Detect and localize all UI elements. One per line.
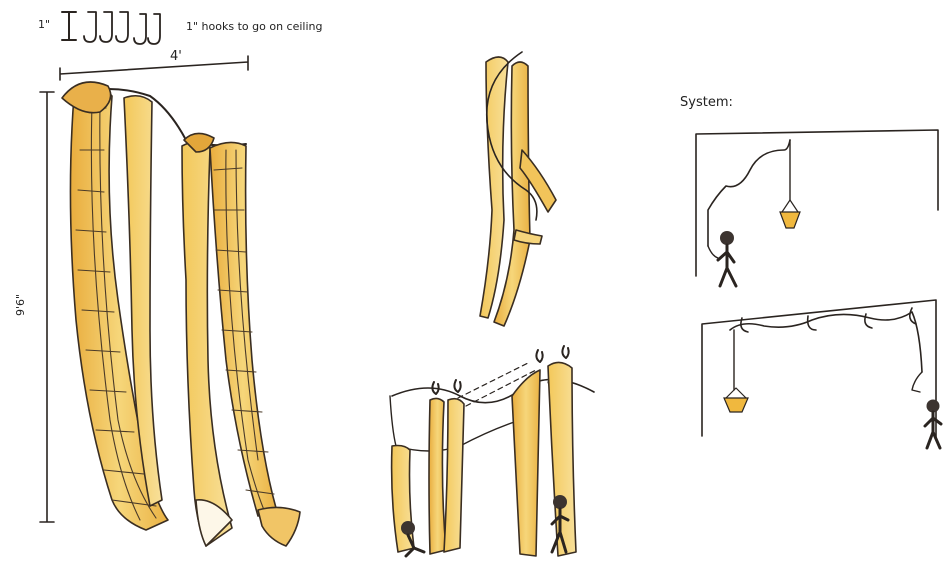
figure-icon [925,400,941,449]
system-rope [912,372,922,392]
system-frame-top [696,130,938,276]
fabric-strip [429,398,446,554]
fabric-tail [258,507,300,546]
pulley-basket-icon [724,388,748,412]
height-dimension-line [40,92,54,522]
hooks-note-text: 1" hooks to go on ceiling [186,20,322,33]
fabric-strip [548,362,576,556]
hook-icon [134,14,146,44]
hook-icon [562,346,568,358]
motion-lines [458,362,560,420]
aerial-performers-sketch [390,346,594,556]
width-label: 4' [170,49,182,64]
system-frame-bottom [702,300,936,440]
system-label: System: [680,95,733,110]
hook-icon [148,14,160,44]
system-diagram: System: [680,95,941,448]
fabric-strip [444,399,464,552]
system-rope [730,312,922,372]
hooks-note-group: 1" 1" hooks to go on ceiling [38,12,322,44]
system-rope [708,246,718,258]
fabric-strip [512,370,540,556]
fabric-strip [392,446,414,553]
system-rope [708,140,790,246]
figure-icon [718,231,736,286]
fabric-knot [62,82,111,113]
hook-icon [454,380,460,392]
main-drape-sketch: 4' 9'6" [14,49,300,546]
pulley-basket-icon [780,200,800,228]
twisted-drape-sketch [480,52,556,326]
hook-icon [100,12,112,42]
fabric-strip [210,142,276,516]
hook-icon [84,12,96,42]
hook-icon [62,12,76,40]
hook-size-marker: 1" [38,18,50,31]
height-label: 9'6" [14,294,27,316]
fabric-strip [480,57,508,318]
hook-icon [116,12,128,42]
hook-icon [536,350,542,362]
width-dimension-line [60,56,248,80]
